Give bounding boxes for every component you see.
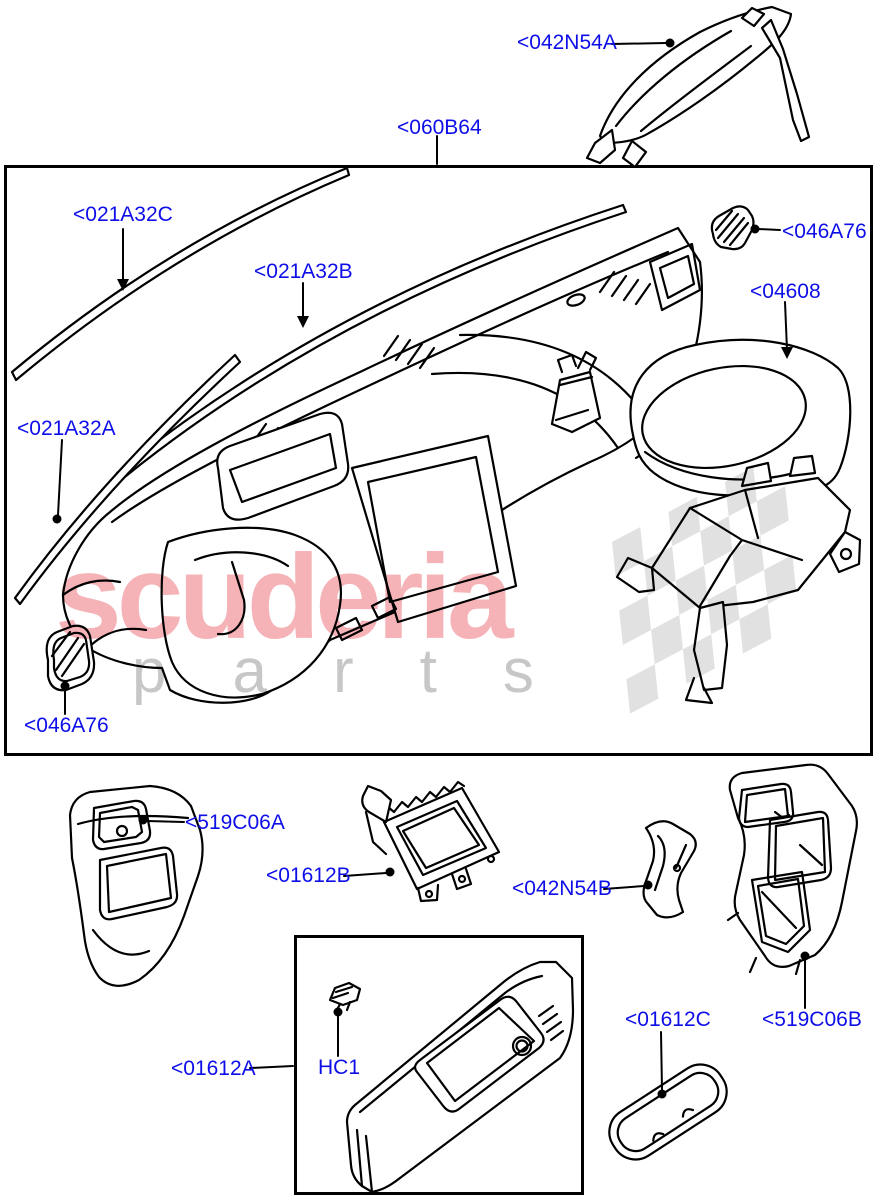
part-label-01612A: <01612A: [171, 1057, 256, 1080]
trim-strip-drawings: [10, 166, 628, 606]
gasket-frame-drawing: [608, 1063, 728, 1161]
leader-dots: [52, 38, 810, 1099]
display-unit-drawing: [361, 780, 501, 903]
part-label-021A32C: <021A32C: [73, 203, 173, 226]
lower-facia-drawing: [345, 960, 575, 1194]
part-label-HC1: HC1: [318, 1056, 361, 1079]
crossbeam-bracket-drawing: [615, 454, 862, 705]
part-label-021A32B: <021A32B: [254, 260, 353, 283]
vent-grille-bottom-drawing: [45, 624, 96, 692]
center-bracket-drawing: [550, 350, 602, 434]
clip-hc1-drawing: [328, 981, 362, 1014]
part-label-060B64: <060B64: [397, 116, 482, 139]
lower-facia-box: [294, 935, 584, 1195]
part-label-01612C: <01612C: [625, 1008, 711, 1031]
right-end-trim-drawing: [726, 763, 858, 976]
small-bracket-drawing: [642, 820, 697, 919]
part-label-046A76-top: <046A76: [782, 220, 867, 243]
part-label-519C06A: <519C06A: [185, 811, 285, 834]
part-label-042N54B: <042N54B: [512, 877, 612, 900]
part-label-519C06B: <519C06B: [762, 1008, 862, 1031]
defroster-duct-drawing: [585, 5, 811, 169]
part-label-021A32A: <021A32A: [17, 417, 116, 440]
part-label-046A76-bottom: <046A76: [24, 714, 109, 737]
part-label-01612B: <01612B: [266, 864, 351, 887]
left-end-trim-drawing: [68, 784, 204, 987]
part-label-04608: <04608: [750, 280, 821, 303]
main-assembly-box: [4, 165, 873, 756]
vent-grille-top-drawing: [710, 205, 755, 251]
leader-lines: [57, 42, 806, 1091]
part-label-042N54A: <042N54A: [517, 31, 617, 54]
instrument-panel-drawing: [61, 226, 703, 704]
